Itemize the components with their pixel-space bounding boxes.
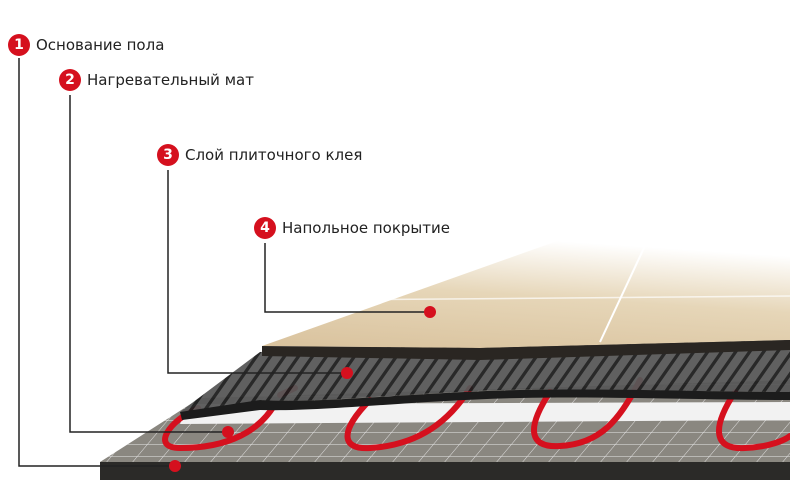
- leader-dots: [169, 306, 436, 472]
- number-badge: 4: [254, 217, 276, 239]
- layer-label-text: Напольное покрытие: [282, 219, 450, 237]
- layer-label-floor-base: 1 Основание пола: [8, 34, 164, 56]
- layer-label-text: Нагревательный мат: [87, 71, 254, 89]
- number-badge: 1: [8, 34, 30, 56]
- layer-label-text: Основание пола: [36, 36, 165, 54]
- layer-label-heating-mat: 2 Нагревательный мат: [59, 69, 254, 91]
- layer-label-tile-adhesive: 3 Слой плиточного клея: [157, 144, 362, 166]
- layer-label-text: Слой плиточного клея: [185, 146, 363, 164]
- floor-tile-layer: [262, 232, 790, 360]
- heating-cables: [162, 377, 790, 452]
- number-badge: 2: [59, 69, 81, 91]
- layer-label-floor-covering: 4 Напольное покрытие: [254, 217, 450, 239]
- number-badge: 3: [157, 144, 179, 166]
- leader-lines: [18, 58, 430, 467]
